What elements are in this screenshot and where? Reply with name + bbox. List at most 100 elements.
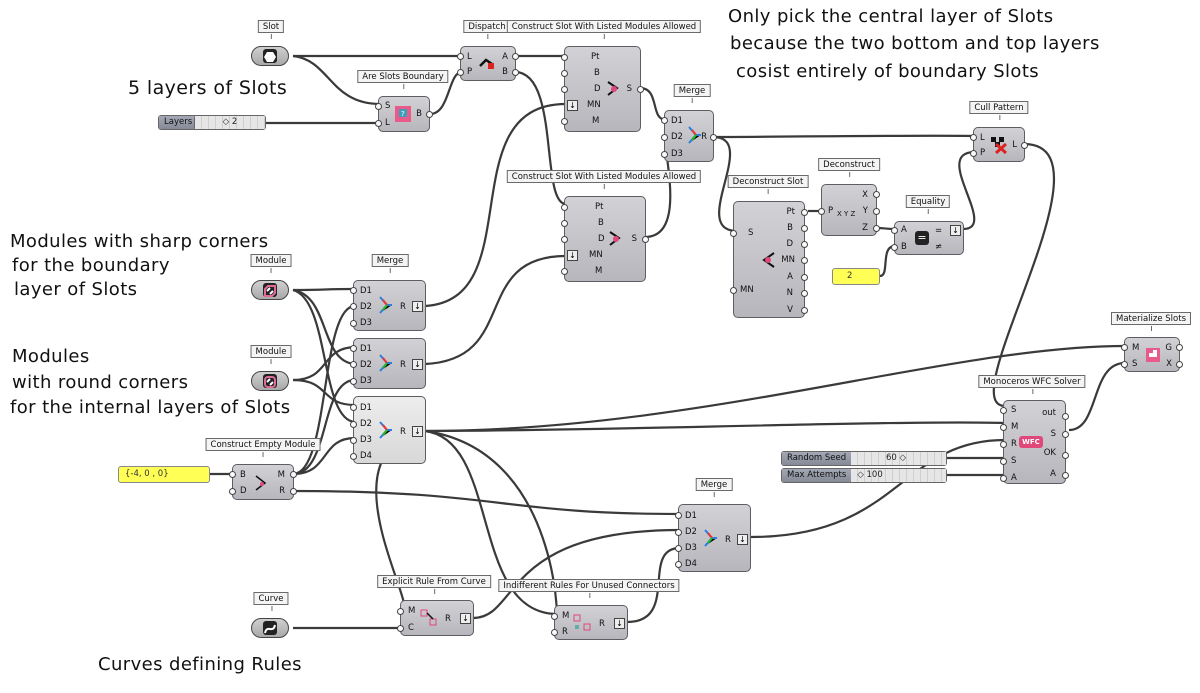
equality-component[interactable]: A B = = ≠ ↓	[891, 221, 964, 255]
port-b: B	[901, 242, 907, 252]
flatten-icon[interactable]: ↓	[567, 100, 578, 111]
label-boundary: Are Slots Boundary	[357, 70, 449, 89]
max-attempts-slider[interactable]: Max Attempts ◇ 100	[781, 468, 947, 483]
construct-slot-1[interactable]: Pt B D ↓MN M S	[561, 46, 644, 132]
module-param-2[interactable]	[251, 371, 289, 391]
note-round-2: with round corners	[12, 372, 189, 393]
panel-point[interactable]: {-4, 0 , 0}	[118, 466, 210, 483]
deconstruct-component[interactable]: P X Y Z X Y Z	[818, 184, 880, 236]
boundary-icon: ?	[395, 106, 411, 122]
note-central-3: cosist entirely of boundary Slots	[736, 61, 1040, 82]
flatten-icon[interactable]: ↓	[567, 250, 578, 261]
port-r: R	[725, 535, 731, 545]
port-x: X	[862, 190, 868, 200]
port-y: Y	[862, 206, 868, 216]
port-g: G	[1165, 343, 1172, 353]
label-module-2: Module	[250, 345, 292, 364]
merge-icon	[379, 421, 392, 439]
port-d: D	[598, 234, 605, 244]
port-r: R	[599, 619, 605, 629]
construct-empty-module[interactable]: B D M R	[229, 464, 297, 500]
layers-slider-name: Layers	[159, 116, 198, 129]
xyz-icon: X Y Z	[837, 210, 856, 218]
port-m: M	[562, 611, 570, 621]
layers-slider-value: ◇ 2	[195, 116, 265, 129]
port-v: V	[787, 305, 793, 315]
materialize-icon	[1146, 348, 1160, 362]
merge-c[interactable]: D1 D2 D3 D4 R ↓	[675, 504, 751, 572]
port-mn: MN	[781, 255, 795, 265]
label-merge-b: Merge	[371, 254, 409, 273]
layers-slider-track[interactable]: ◇ 2	[194, 115, 266, 130]
port-mn: MN	[587, 100, 601, 110]
max-attempts-value: ◇ 100	[851, 469, 946, 482]
panel-two[interactable]: 2	[832, 268, 880, 285]
equal-icon: =	[915, 231, 929, 245]
label-empty: Construct Empty Module	[205, 438, 321, 457]
flatten-icon[interactable]: ↓	[614, 618, 625, 629]
port-d: D	[786, 239, 793, 249]
curve-param[interactable]	[251, 618, 289, 638]
port-d3: D3	[685, 543, 697, 553]
note-sharp-3: layer of Slots	[14, 279, 138, 300]
materialize-slots[interactable]: M S G X	[1121, 337, 1183, 372]
port-m: M	[277, 470, 285, 480]
deconstruct-slot[interactable]: S MN Pt B D MN A N V	[730, 201, 808, 318]
indifferent-rules[interactable]: M R R ↓	[551, 605, 628, 640]
merge-b2[interactable]: D1 D2 D3 R ↓	[350, 338, 426, 389]
not-equal-output: ≠	[935, 242, 943, 252]
boundary-component[interactable]: S L B ?	[375, 96, 433, 132]
label-merge-a: Merge	[673, 84, 711, 103]
port-m: M	[595, 266, 603, 276]
flatten-icon[interactable]: ↓	[950, 225, 961, 236]
merge-a[interactable]: D1 D2 D3 R	[661, 110, 717, 162]
port-r: R	[400, 360, 406, 370]
label-materialize: Materialize Slots	[1110, 312, 1192, 331]
flatten-icon[interactable]: ↓	[412, 301, 423, 312]
curve-icon	[263, 621, 277, 635]
flatten-icon[interactable]: ↓	[737, 534, 748, 545]
explicit-rule[interactable]: M C R ↓	[397, 600, 474, 636]
port-d1: D1	[360, 286, 372, 296]
merge-icon	[688, 126, 701, 144]
port-d1: D1	[685, 511, 697, 521]
port-m: M	[1132, 343, 1140, 353]
port-ok: OK	[1043, 448, 1056, 458]
flatten-icon[interactable]: ↓	[460, 613, 471, 624]
note-sharp-1: Modules with sharp corners	[10, 231, 269, 252]
note-round-3: for the internal layers of Slots	[10, 397, 291, 418]
merge-b3[interactable]: D1 D2 D3 D4 R ↓	[350, 396, 426, 464]
label-equality: Equality	[905, 195, 951, 214]
port-mn: MN	[589, 250, 603, 260]
port-r: R	[445, 614, 451, 624]
label-construct-1: Construct Slot With Listed Modules Allow…	[506, 20, 702, 39]
dispatch-icon	[479, 58, 494, 69]
flatten-icon[interactable]: ↓	[412, 426, 423, 437]
max-attempts-name: Max Attempts	[782, 469, 852, 482]
construct-slot-icon	[607, 81, 619, 96]
port-s: S	[748, 228, 754, 238]
construct-slot-2[interactable]: Pt B D ↓MN M S	[561, 196, 649, 282]
label-slot: Slot	[257, 20, 285, 39]
wfc-solver[interactable]: S M R S A out S OK A WFC	[1000, 400, 1069, 484]
slot-param[interactable]	[251, 46, 289, 66]
cull-pattern[interactable]: L P L	[970, 127, 1028, 162]
port-d2: D2	[360, 302, 372, 312]
port-s: S	[385, 101, 391, 111]
port-r: R	[701, 132, 707, 142]
port-d2: D2	[360, 360, 372, 370]
slot-icon	[263, 49, 277, 63]
cull-icon	[991, 137, 1008, 154]
deconstruct-slot-icon	[762, 252, 775, 268]
port-l: L	[1012, 140, 1017, 150]
module-param-1[interactable]	[251, 280, 289, 300]
merge-b1[interactable]: D1 D2 D3 R ↓	[350, 280, 426, 331]
panel-two-value: 2	[847, 271, 853, 281]
port-d3: D3	[360, 435, 372, 445]
dispatch-component[interactable]: L P A B	[457, 46, 519, 81]
port-a: A	[1011, 473, 1017, 483]
port-b: B	[502, 67, 508, 77]
flatten-icon[interactable]: ↓	[412, 359, 423, 370]
port-b: B	[787, 223, 793, 233]
random-seed-slider[interactable]: Random Seed 60 ◇	[781, 451, 947, 466]
